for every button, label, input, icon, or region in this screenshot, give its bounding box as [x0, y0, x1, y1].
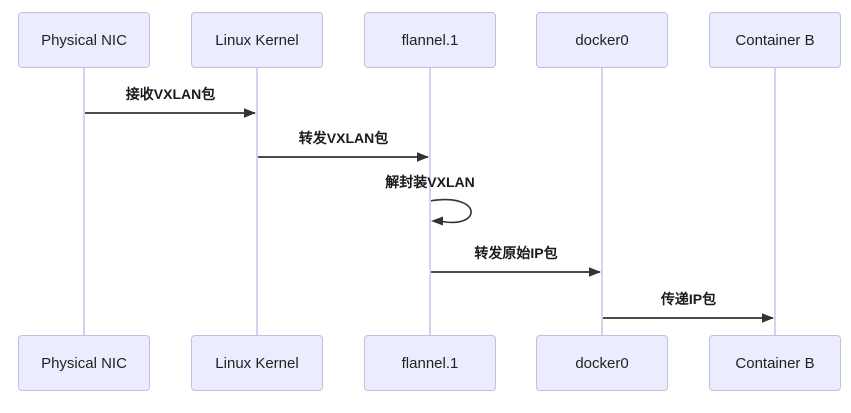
actor-top-flannel-1: flannel.1 [364, 12, 496, 68]
lifeline-container-b [774, 68, 776, 335]
lifeline-linux-kernel [256, 68, 258, 335]
actor-bottom-physical-nic: Physical NIC [18, 335, 150, 391]
actor-top-physical-nic: Physical NIC [18, 12, 150, 68]
actor-bottom-docker0: docker0 [536, 335, 668, 391]
message-label-2: 解封装VXLAN [385, 174, 475, 190]
lifeline-flannel-1 [429, 68, 431, 335]
actor-bottom-container-b: Container B [709, 335, 841, 391]
message-label-4: 传递IP包 [660, 291, 717, 307]
lifeline-docker0 [601, 68, 603, 335]
lifeline-physical-nic [83, 68, 85, 335]
message-label-1: 转发VXLAN包 [298, 130, 389, 146]
message-label-0: 接收VXLAN包 [125, 86, 216, 102]
actor-top-docker0: docker0 [536, 12, 668, 68]
actor-top-linux-kernel: Linux Kernel [191, 12, 323, 68]
actor-top-container-b: Container B [709, 12, 841, 68]
message-label-3: 转发原始IP包 [474, 245, 558, 261]
actor-bottom-flannel-1: flannel.1 [364, 335, 496, 391]
actor-bottom-linux-kernel: Linux Kernel [191, 335, 323, 391]
